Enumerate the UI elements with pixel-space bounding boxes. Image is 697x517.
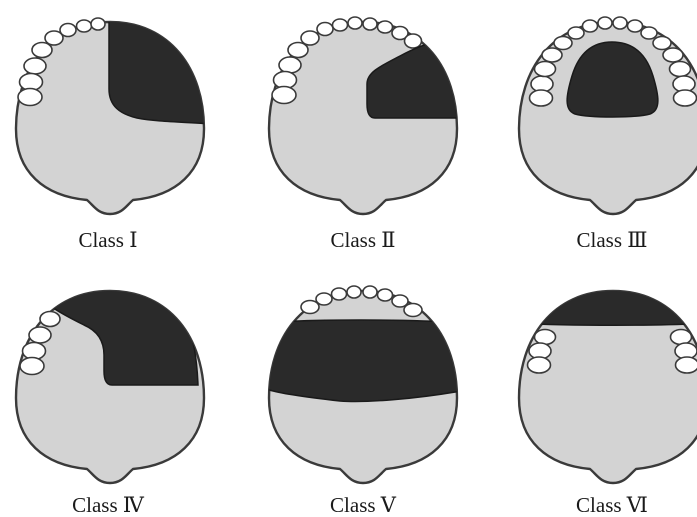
label-class-2: Class Ⅱ [330, 228, 395, 252]
label-class-6: Class Ⅵ [576, 493, 648, 517]
label-class-3: Class Ⅲ [576, 228, 647, 252]
panel-class-4 [16, 287, 204, 483]
label-class-4: Class Ⅳ [72, 493, 145, 517]
panel-class-1 [16, 18, 212, 214]
label-class-1: Class Ⅰ [78, 228, 137, 252]
defect-region [267, 320, 461, 402]
defect-region [515, 281, 697, 325]
panel-class-6 [515, 281, 697, 483]
label-class-5: Class Ⅴ [330, 493, 397, 517]
panel-class-3 [519, 17, 697, 214]
panel-class-5 [267, 286, 461, 483]
panel-class-2 [269, 17, 457, 214]
defect-region [109, 18, 212, 124]
